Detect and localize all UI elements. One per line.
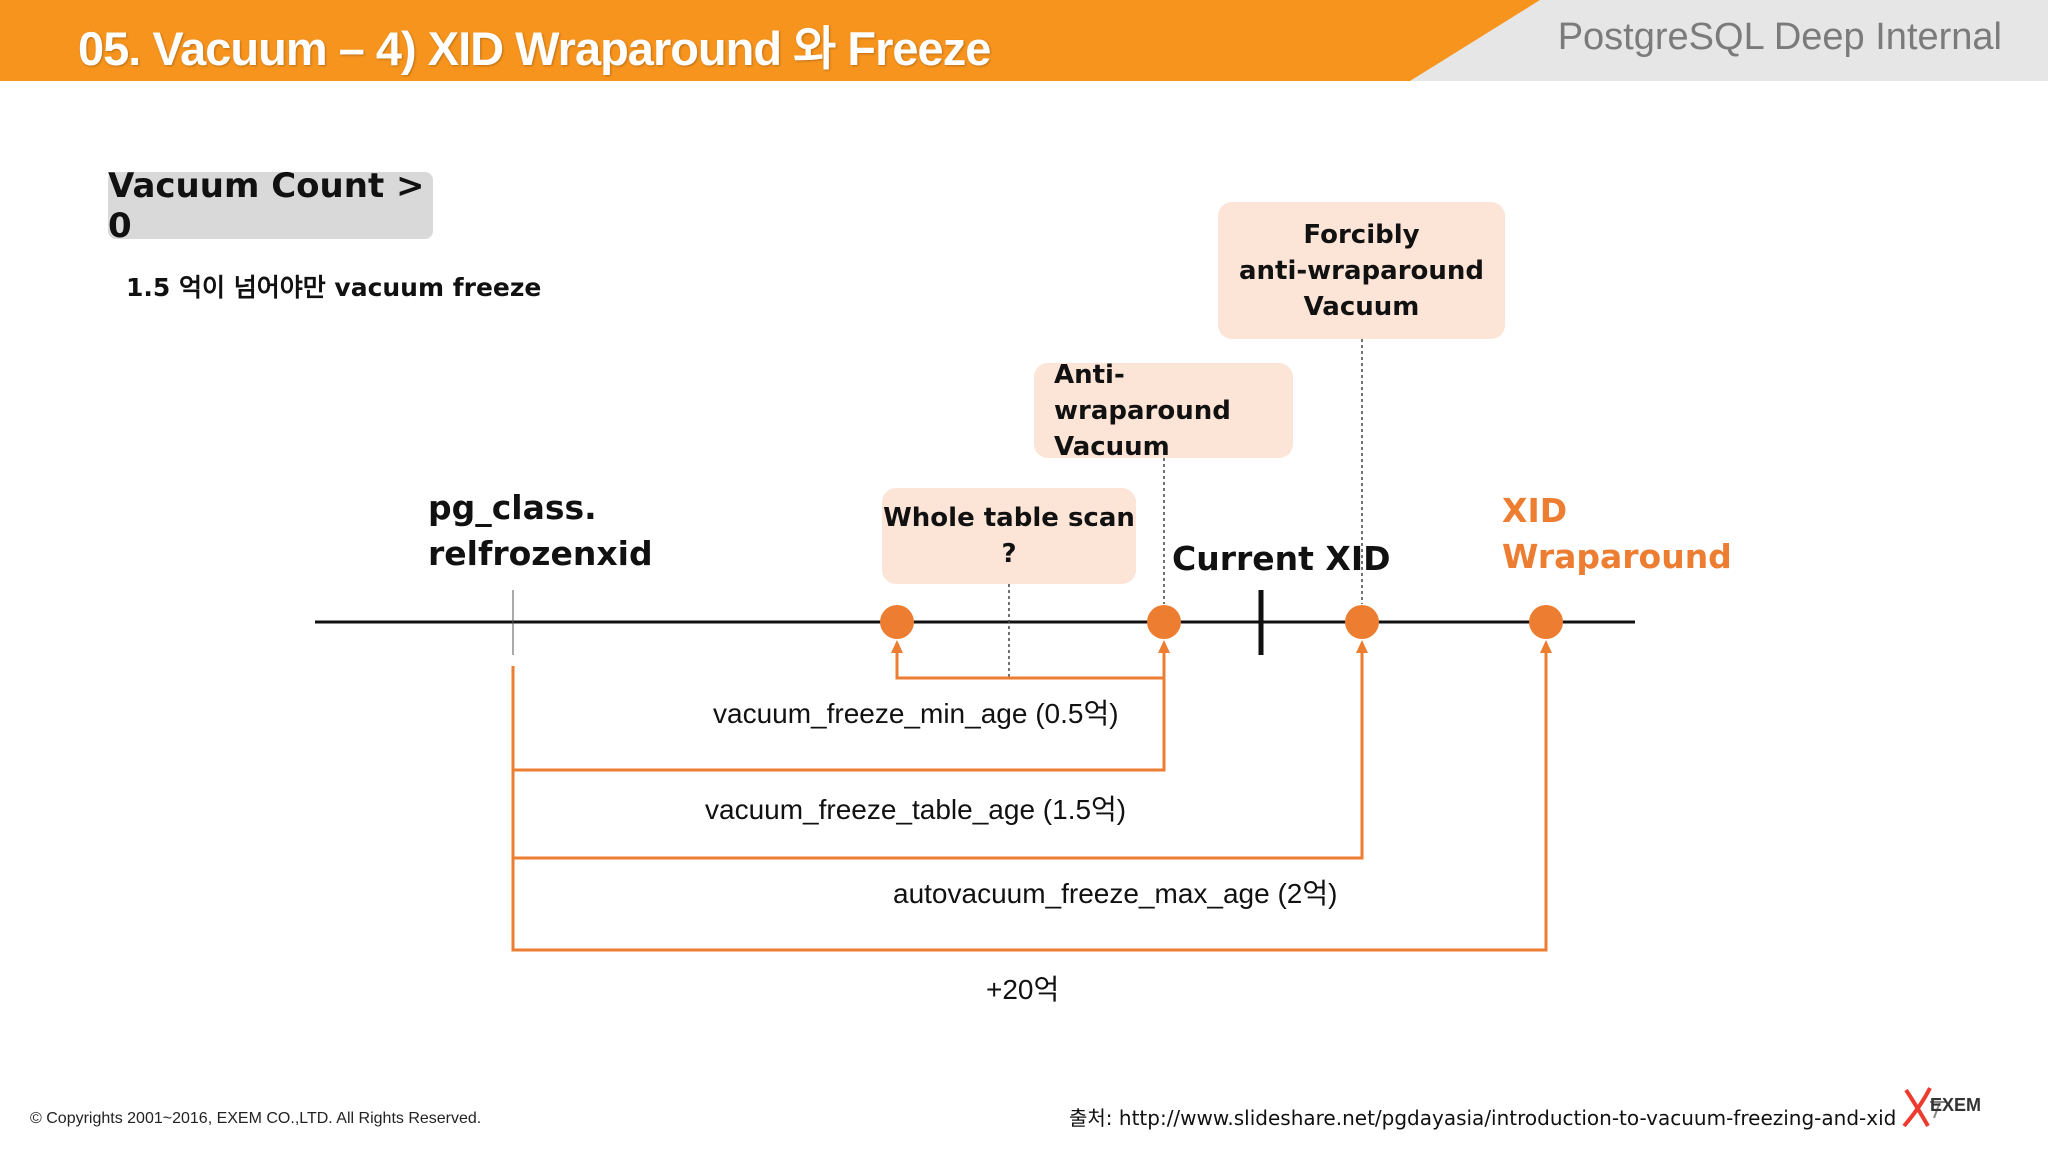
arrow-min-age (891, 640, 903, 653)
xid-wraparound-label: XID Wraparound (1502, 488, 1732, 580)
freeze-table-point (1147, 605, 1181, 639)
header-background (0, 0, 2048, 81)
arrow-wraparound (1540, 640, 1552, 653)
forcibly-line2: anti-wraparound (1238, 255, 1485, 286)
xid-wraparound-label-line2: Wraparound (1502, 537, 1732, 576)
freeze-min-point (880, 605, 914, 639)
slide-title: 05. Vacuum – 4) XID Wraparound 와 Freeze (78, 22, 991, 75)
exem-logo-icon (1902, 1087, 1946, 1128)
freeze-note: 1.5 억이 넘어야만 vacuum freeze (126, 273, 542, 302)
vacuum-count-tag: Vacuum Count > 0 (108, 166, 433, 246)
forcibly-callout: Forcibly anti-wraparound Vacuum (1218, 202, 1505, 339)
xid-wraparound-label-line1: XID (1502, 491, 1568, 530)
exem-logo-text: EXEM (1930, 1095, 1982, 1115)
arrow-max-age (1356, 640, 1368, 653)
anti-wraparound-line2: Vacuum (1054, 431, 1170, 462)
relfrozenxid-label-line1: pg_class. (428, 488, 597, 527)
forcibly-line3: Vacuum (1303, 291, 1420, 322)
current-xid-label: Current XID (1172, 539, 1391, 578)
deck-title: PostgreSQL Deep Internal (1557, 16, 2002, 58)
whole-table-scan-line2: ? (1001, 539, 1017, 569)
source-link-text: 출처: http://www.slideshare.net/pgdayasia/… (1069, 1106, 1897, 1130)
anti-wraparound-line1: Anti-wraparound (1054, 359, 1231, 426)
min-age-label: vacuum_freeze_min_age (0.5억) (713, 698, 1119, 729)
forcibly-line1: Forcibly (1303, 219, 1420, 250)
copyright-text: © Copyrights 2001~2016, EXEM CO.,LTD. Al… (30, 1110, 482, 1127)
freeze-max-point (1345, 605, 1379, 639)
arrow-table-age (1158, 640, 1170, 653)
max-age-label: autovacuum_freeze_max_age (2억) (893, 878, 1338, 909)
whole-table-scan-callout: Whole table scan ? (882, 488, 1136, 584)
whole-table-scan-line1: Whole table scan (883, 503, 1135, 533)
table-age-label: vacuum_freeze_table_age (1.5억) (705, 794, 1127, 825)
relfrozenxid-label: pg_class. relfrozenxid (428, 485, 653, 577)
wraparound-age-label: +20억 (986, 974, 1060, 1005)
relfrozenxid-label-line2: relfrozenxid (428, 534, 653, 573)
xid-wraparound-point (1529, 605, 1563, 639)
wraparound-bracket (511, 643, 1548, 952)
max-age-bracket (511, 643, 1364, 860)
table-age-bracket (511, 643, 1166, 772)
anti-wraparound-callout: Anti-wraparound Vacuum (1034, 360, 1293, 462)
min-age-bracket (895, 643, 1166, 680)
header-bar: 05. Vacuum – 4) XID Wraparound 와 Freeze … (0, 0, 2048, 81)
